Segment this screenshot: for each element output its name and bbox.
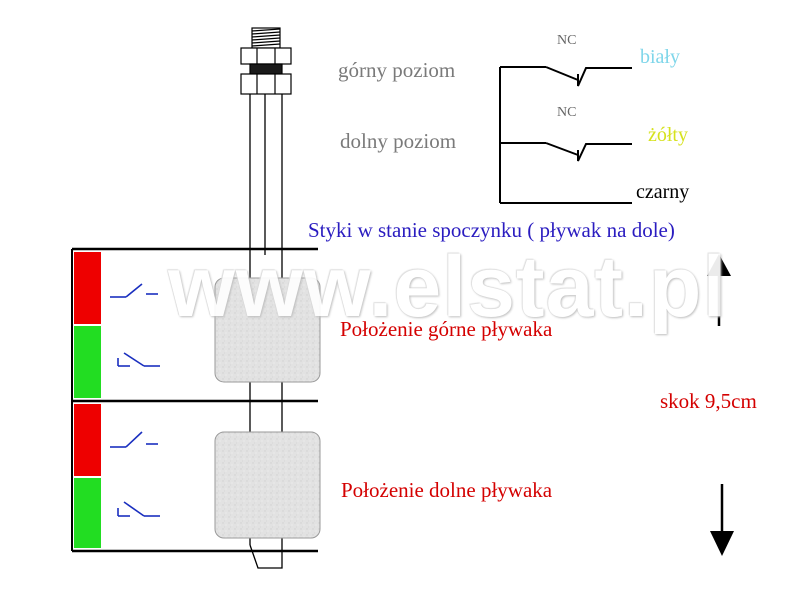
nc-label-top: NC [557, 33, 577, 48]
indicator-green-lower [74, 478, 101, 548]
switch-symbols [110, 283, 160, 517]
upper-float-position-label: Położenie górne pływaka [340, 317, 553, 341]
stroke-label: skok 9,5cm [660, 389, 757, 413]
switch-closed-icon [117, 352, 160, 367]
nc-label-bottom: NC [557, 105, 577, 120]
wire-yellow-label: żółty [648, 124, 688, 146]
contact-schematic [499, 66, 632, 204]
upper-level-label: górny poziom [338, 58, 456, 82]
level-lines [71, 247, 318, 553]
switch-open-icon [110, 431, 158, 448]
switch-closed-icon [117, 501, 160, 517]
float-lower [214, 431, 321, 539]
indicator-blocks [74, 252, 101, 548]
indicator-green-upper [74, 326, 101, 398]
float-upper [214, 277, 321, 383]
watermark: www.elstat.pl [168, 239, 728, 335]
switch-open-icon [110, 283, 158, 298]
arrow-up-icon [707, 254, 731, 326]
arrow-down-icon [710, 484, 734, 556]
wire-white-label: biały [640, 46, 680, 68]
lower-float-position-label: Położenie dolne pływaka [341, 478, 553, 502]
lower-level-label: dolny poziom [340, 129, 457, 153]
indicator-red-lower [74, 404, 101, 476]
wire-black-label: czarny [636, 181, 690, 203]
status-caption: Styki w stanie spoczynku ( pływak na dol… [308, 218, 675, 242]
indicator-red-upper [74, 252, 101, 324]
thread-fitting [240, 27, 292, 95]
